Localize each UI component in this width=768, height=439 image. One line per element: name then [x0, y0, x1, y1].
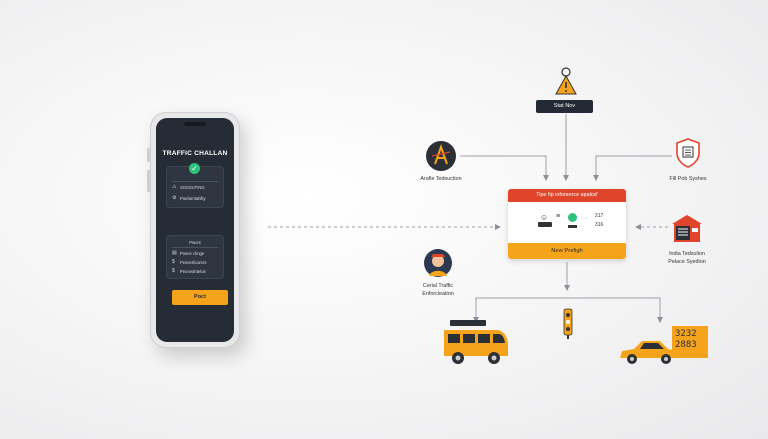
payment-row-1: Poses chnge — [180, 251, 205, 256]
left-node-connector — [460, 155, 549, 181]
branch-connector — [475, 297, 661, 320]
document-icon: ▤ — [172, 250, 177, 256]
person-label-line1: Cerial Traffic — [422, 283, 454, 289]
check-icon: ✓ — [189, 163, 200, 174]
status-row-1: SOSSUTING — [180, 185, 205, 190]
alert-triangle-icon — [555, 67, 577, 95]
user-base-icon — [538, 222, 552, 227]
bar-icon — [568, 225, 577, 228]
payment-row-2: Peseerlicarcrs — [180, 260, 207, 265]
dollar-icon: $ — [172, 268, 175, 274]
central-node: Tipe fip inforeerce apalod' ☺ ≡ → 217 31… — [508, 189, 626, 259]
car-icon — [620, 341, 678, 364]
central-value-1: 217 — [595, 213, 604, 219]
right-node-connector — [593, 155, 672, 181]
truck-digits-2: 2883 — [675, 340, 697, 350]
bus-icon — [444, 320, 508, 364]
phone-notch — [184, 122, 206, 126]
central-node-footer: New Prefigh — [508, 243, 626, 259]
user-icon: ☺ — [540, 213, 549, 222]
phone-mockup: TRAFFIC CHALLAN ✓ ⚠ SOSSUTING ⚙ Poefarnt… — [147, 112, 240, 348]
phone-volume-button — [147, 170, 150, 192]
app-title: TRAFFIC CHALLAN — [162, 150, 228, 157]
central-node-title: Tipe fip inforeerce apalod' — [508, 189, 626, 202]
truck-digits-1: 3232 — [675, 329, 697, 339]
pay-button[interactable]: Poct — [172, 290, 228, 305]
right-node-label: Fill Pob Syshes — [669, 176, 707, 182]
officer-avatar-icon — [424, 249, 452, 277]
person-label-line2: Enforcleation — [422, 291, 454, 297]
police-label-line2: Pelace Syedion — [668, 259, 706, 265]
gear-icon: ⚙ — [172, 195, 177, 201]
list-icon: ≡ — [556, 213, 561, 220]
police-label-line1: India Tedsulion — [669, 251, 705, 257]
payment-row-3: Peonedntelos — [180, 269, 206, 274]
status-card: ✓ ⚠ SOSSUTING ⚙ Poefarntahllty — [166, 163, 224, 208]
card-divider — [172, 247, 218, 248]
status-row-2: Poefarntahllty — [180, 196, 206, 201]
status-dot-icon — [568, 213, 577, 222]
central-value-2: 316 — [595, 222, 604, 228]
phone-screen: TRAFFIC CHALLAN ✓ ⚠ SOSSUTING ⚙ Poefarnt… — [156, 118, 234, 342]
card-divider — [172, 181, 218, 182]
police-station-icon — [672, 215, 702, 242]
phone-side-button — [147, 148, 150, 162]
shield-icon — [676, 138, 700, 168]
left-node-label: Arafle Tedsuction — [420, 176, 462, 182]
traffic-light-icon — [563, 308, 573, 339]
payment-card: Pwcnt ▤ Poses chnge $ Peseerlicarcrs $ P… — [166, 235, 224, 279]
start-node: Stat Nov — [536, 100, 593, 113]
warning-icon: ⚠ — [172, 184, 177, 190]
payment-card-heading: Pwcnt — [189, 240, 201, 245]
compass-icon — [426, 141, 456, 171]
dollar-icon: $ — [172, 259, 175, 265]
arrow-icon: → — [583, 215, 588, 221]
